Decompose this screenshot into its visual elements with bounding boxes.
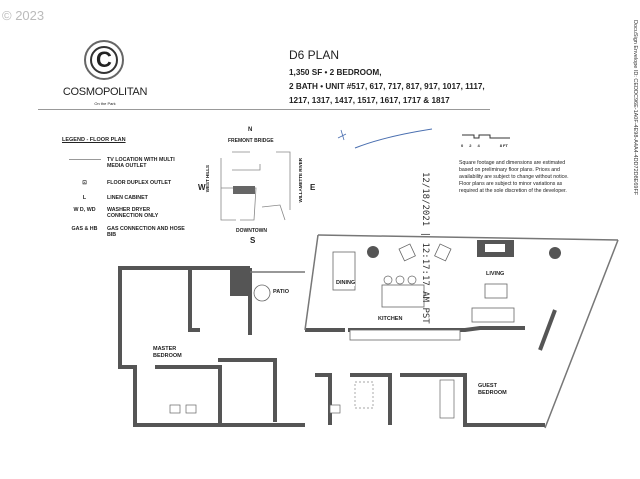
scale-bar [462, 134, 510, 139]
room-label-master-bedroom: MASTER BEDROOM [153, 346, 182, 359]
cosmopolitan-logo: C [84, 40, 124, 80]
compass-west-label: WEST HILLS [205, 165, 210, 193]
legend-title: LEGEND - FLOOR PLAN [62, 137, 126, 143]
room-label-dining: DINING [336, 280, 356, 286]
room-label-patio: PATIO [273, 289, 289, 295]
patio-table [253, 284, 271, 302]
exterior-glazing [250, 234, 619, 429]
key-plan-unit-highlight [233, 186, 255, 194]
armchair [434, 243, 452, 262]
legend-item: TV LOCATION WITH MULTI MEDIA OUTLET [62, 157, 187, 169]
room-label-guest-bedroom: GUEST BEDROOM [478, 383, 507, 396]
pen-mark-x [337, 129, 347, 141]
coffee-table [484, 283, 508, 299]
brand-tagline: On the Park [94, 101, 116, 106]
compass-west: W [198, 183, 206, 192]
compass-east: E [310, 183, 316, 192]
washer-dryer [354, 381, 374, 409]
compass-north: N [248, 127, 253, 133]
bathtub [439, 379, 455, 419]
kitchen-island [381, 284, 425, 308]
kitchen-counter [349, 329, 461, 341]
armchair [398, 243, 416, 262]
wall-block [230, 268, 250, 296]
compass-east-label: WILLAMETTE RIVER [298, 158, 303, 203]
brand-name: COSMOPOLITAN [62, 86, 148, 98]
docusign-envelope-id: DocuSign Envelope ID: CEDDC96E-1A0F-4E98… [632, 20, 638, 196]
compass-south: S [250, 236, 256, 245]
compass-north-label: FREMONT BRIDGE [228, 138, 274, 144]
header-divider [38, 109, 490, 110]
sofa [471, 307, 515, 323]
plan-details: 1,350 SF • 2 BEDROOM, 2 BATH • UNIT #517… [289, 68, 485, 105]
wall-segment [538, 309, 557, 351]
planter [549, 247, 561, 259]
key-plan-map [220, 151, 291, 221]
room-label-living: LIVING [486, 271, 505, 277]
signature-timestamp: 12/18/2021 | 12:17:17 AM PST [420, 172, 430, 324]
planter [367, 246, 379, 258]
plan-title: D6 PLAN [289, 48, 340, 62]
legend-item: ⊡FLOOR DUPLEX OUTLET [82, 180, 172, 186]
compass-south-label: DOWNTOWN [236, 228, 268, 234]
copyright: © 2023 [2, 8, 45, 23]
pen-scribble [354, 128, 433, 149]
disclaimer: Square footage and dimensions are estima… [459, 160, 569, 194]
room-label-kitchen: KITCHEN [378, 316, 403, 322]
